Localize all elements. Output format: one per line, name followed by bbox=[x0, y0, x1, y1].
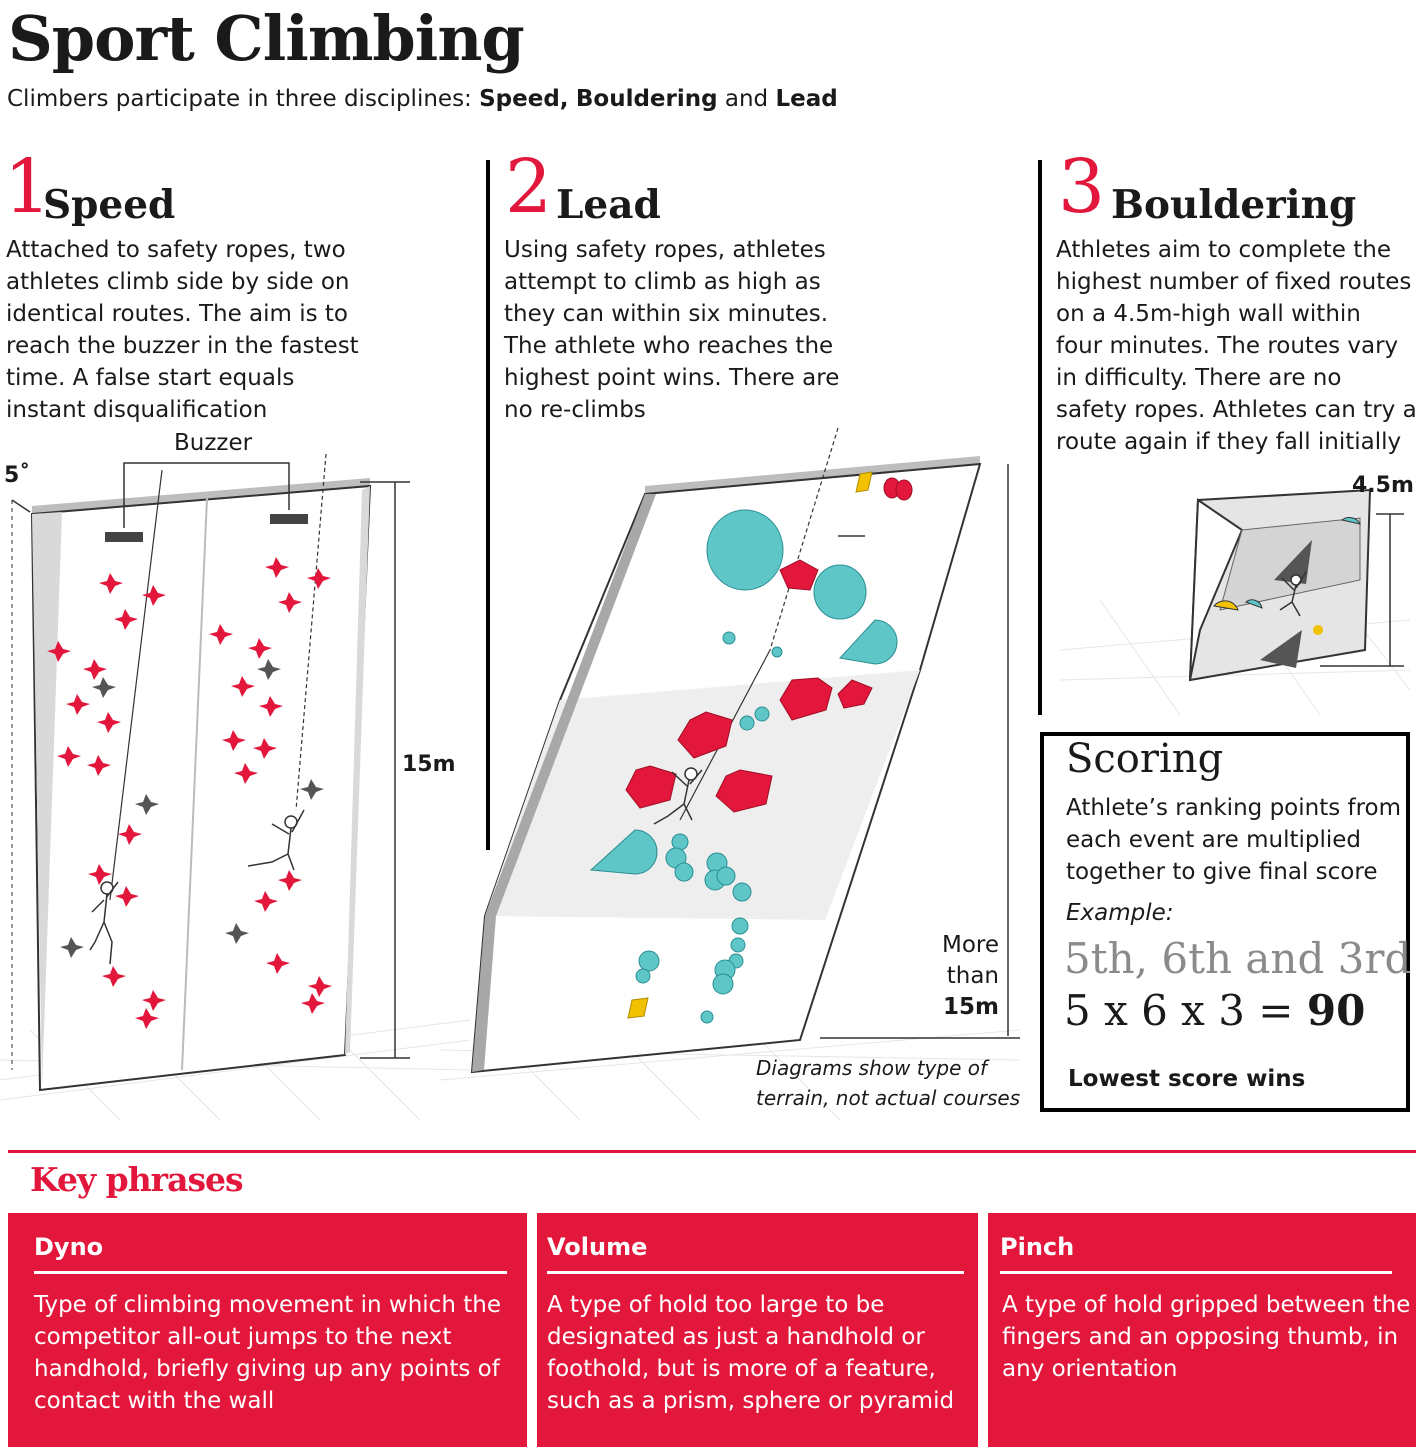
section-body-lead: Using safety ropes, athletes attempt to … bbox=[504, 237, 840, 423]
lead-red-volumes bbox=[625, 477, 913, 813]
page-title: Sport Climbing bbox=[8, 2, 525, 75]
speed-foot-holds bbox=[60, 659, 324, 958]
scoring-example-label: Example: bbox=[1066, 900, 1174, 926]
section-title-speed: Speed bbox=[43, 182, 176, 228]
rope-left bbox=[109, 469, 163, 901]
speed-height-label: 15m bbox=[402, 752, 456, 777]
section-divider-red bbox=[8, 1150, 1416, 1153]
climber-figure-right bbox=[247, 809, 305, 871]
scoring-text: Athlete’s ranking points from each event… bbox=[1066, 795, 1402, 885]
buzzer-right bbox=[270, 514, 308, 524]
subtitle-lead: Lead bbox=[775, 86, 838, 112]
section-title-bouldering: Bouldering bbox=[1111, 182, 1357, 228]
buzzer-left bbox=[105, 532, 143, 542]
subtitle-speed: Speed, bbox=[479, 86, 569, 112]
bouldering-height-label: 4.5m bbox=[1352, 473, 1414, 498]
rope-right bbox=[295, 453, 327, 811]
diagram-note: Diagrams show type of terrain, not actua… bbox=[756, 1056, 1021, 1110]
scoring-footer: Lowest score wins bbox=[1068, 1066, 1306, 1092]
wall-side-shade bbox=[345, 486, 370, 1055]
lead-yellow-holds bbox=[627, 471, 873, 1019]
boulder-grey-volume bbox=[1260, 630, 1302, 668]
card-divider bbox=[1000, 1271, 1392, 1274]
section-number-bouldering: 3 bbox=[1058, 144, 1106, 230]
key-phrase-card-volume: Volume A type of hold too large to be de… bbox=[537, 1213, 978, 1447]
wall-side-edge bbox=[485, 494, 656, 916]
scoring-box: Scoring Athlete’s ranking points from ea… bbox=[1040, 732, 1412, 1112]
climber-figure-boulder bbox=[1279, 571, 1307, 617]
lead-height-label: More than 15m bbox=[942, 930, 999, 1023]
key-phrase-term: Pinch bbox=[1000, 1233, 1075, 1261]
lead-height-more: More bbox=[942, 932, 1000, 958]
key-phrase-card-pinch: Pinch A type of hold gripped between the… bbox=[988, 1213, 1416, 1447]
boulder-teal-hold bbox=[1244, 599, 1263, 609]
speed-wall-diagram bbox=[0, 453, 471, 1120]
key-phrase-definition: A type of hold gripped between the finge… bbox=[1002, 1292, 1411, 1382]
section-body-speed: Attached to safety ropes, two athletes c… bbox=[6, 237, 359, 423]
boulder-wall-side bbox=[1189, 498, 1244, 681]
wall-side-edge bbox=[472, 916, 496, 1072]
key-phrase-definition: Type of climbing movement in which the c… bbox=[34, 1292, 501, 1414]
page-subtitle: Climbers participate in three discipline… bbox=[7, 86, 838, 112]
boulder-yellow-hold bbox=[1313, 625, 1323, 635]
climber-figure-left bbox=[89, 881, 119, 965]
boulder-teal-hold bbox=[1340, 517, 1361, 525]
card-divider bbox=[547, 1271, 964, 1274]
speed-holds bbox=[47, 557, 332, 1029]
lead-height-than: than bbox=[946, 963, 999, 989]
key-phrases-title: Key phrases bbox=[30, 1160, 244, 1199]
scoring-ranks: 5th, 6th and 3rd bbox=[1064, 934, 1412, 983]
buzzer-label: Buzzer bbox=[174, 430, 253, 456]
section-divider bbox=[1038, 160, 1042, 715]
section-number-lead: 2 bbox=[505, 144, 553, 230]
key-phrase-term: Dyno bbox=[34, 1233, 104, 1261]
section-body-bouldering: Athletes aim to complete the highest num… bbox=[1056, 237, 1417, 455]
wall-top-edge bbox=[645, 456, 980, 494]
scoring-result: 90 bbox=[1306, 986, 1366, 1035]
card-divider bbox=[34, 1271, 507, 1274]
scoring-equation-terms: 5 x 6 x 3 = bbox=[1064, 986, 1294, 1035]
section-number-speed: 1 bbox=[4, 144, 52, 230]
scoring-equation: 5 x 6 x 3 = 90 bbox=[1064, 986, 1365, 1035]
section-title-lead: Lead bbox=[556, 182, 661, 228]
boulder-yellow-hold bbox=[1213, 600, 1239, 611]
climber-figure-lead bbox=[653, 767, 703, 825]
overhang-shade bbox=[485, 670, 920, 920]
scoring-title: Scoring bbox=[1066, 736, 1224, 782]
subtitle-bouldering: Bouldering bbox=[575, 86, 718, 112]
lane-divider bbox=[181, 497, 208, 1071]
section-divider bbox=[486, 160, 490, 850]
rope-upper bbox=[769, 427, 839, 651]
key-phrase-term: Volume bbox=[547, 1233, 648, 1261]
wall-top-edge bbox=[32, 478, 370, 514]
lead-teal-holds bbox=[589, 509, 898, 1024]
lead-wall-diagram bbox=[440, 427, 1021, 1120]
key-phrase-card-dyno: Dyno Type of climbing movement in which … bbox=[8, 1213, 527, 1447]
subtitle-prefix: Climbers participate in three discipline… bbox=[7, 86, 480, 112]
angle-label: 5˚ bbox=[4, 463, 31, 488]
lead-height-value: 15m bbox=[943, 994, 999, 1020]
key-phrase-definition: A type of hold too large to be designate… bbox=[547, 1292, 955, 1414]
angle-indicator bbox=[11, 499, 31, 513]
wall-side-shade bbox=[32, 512, 62, 1088]
buzzer-pointer bbox=[123, 462, 290, 528]
boulder-grey-volume bbox=[1274, 540, 1312, 584]
bouldering-wall-diagram bbox=[1060, 488, 1411, 716]
subtitle-and: and bbox=[717, 86, 776, 112]
